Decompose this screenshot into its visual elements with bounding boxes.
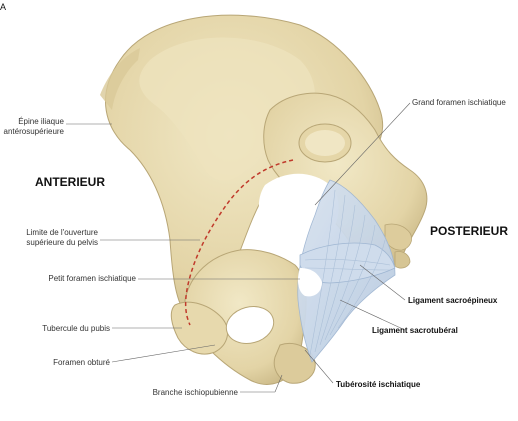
label-grand-foramen: Grand foramen ischiatique: [412, 98, 506, 107]
pelvic-brim-line: [184, 159, 294, 326]
label-tuberosite-ischiatique: Tubérosité ischiatique: [336, 380, 421, 389]
ischial-tuberosity-shape: [273, 343, 316, 384]
obturator-foramen: [225, 306, 275, 344]
label-epine-iliaque-l2: antérosupérieure: [3, 127, 64, 136]
label-ligament-sacroepineux: Ligament sacroépineux: [408, 296, 498, 305]
leader-lines: [66, 102, 411, 393]
figure-letter: A: [0, 2, 7, 12]
label-anterieur: ANTERIEUR: [35, 175, 106, 189]
label-limite-l1: Limite de l'ouverture: [26, 228, 98, 237]
label-ligament-sacrotuberal: Ligament sacrotubéral: [372, 326, 458, 335]
label-tubercule-pubis: Tubercule du pubis: [42, 324, 110, 333]
ligament-fibers: [304, 189, 391, 356]
lesser-sciatic-foramen: [297, 268, 322, 297]
label-posterieur: POSTERIEUR: [430, 224, 509, 238]
coccyx: [384, 223, 412, 251]
label-branche-ischiopubienne: Branche ischiopubienne: [152, 388, 238, 397]
anterior-rim: [100, 48, 140, 110]
label-limite-l2: supérieure du pelvis: [26, 238, 98, 247]
label-foramen-obture: Foramen obturé: [53, 358, 110, 367]
pubis: [170, 301, 229, 355]
label-epine-iliaque-l1: Épine iliaque: [18, 117, 64, 126]
label-petit-foramen: Petit foramen ischiatique: [48, 274, 136, 283]
